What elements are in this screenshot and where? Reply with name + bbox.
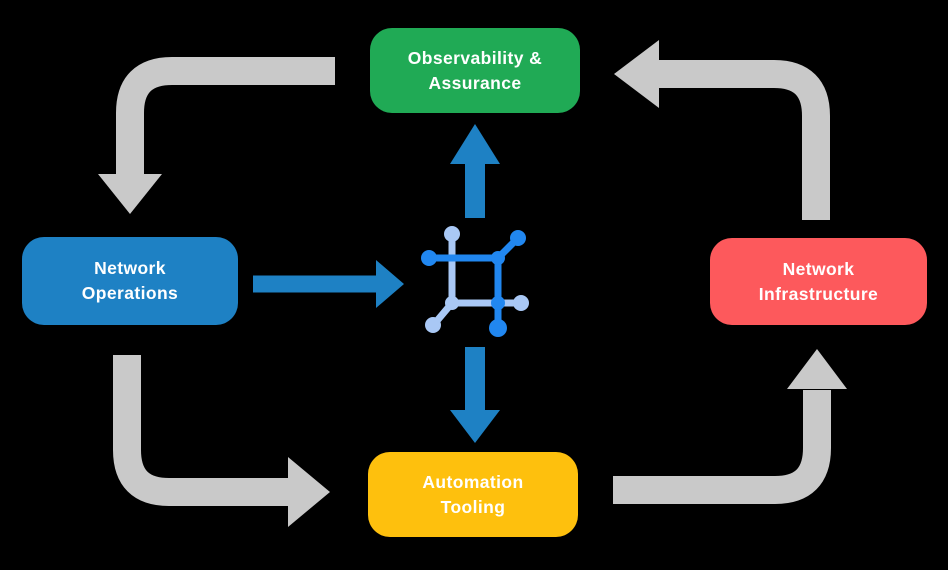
node-automation-label: Automation Tooling	[422, 471, 524, 517]
arrow-hub-to-automation	[450, 347, 500, 443]
arrow-infrastructure-to-observability	[614, 40, 830, 220]
node-operations-label: Network Operations	[81, 258, 179, 303]
hub-arrows	[253, 124, 500, 443]
node-observability-assurance: Observability & Assurance	[370, 28, 580, 113]
arrow-operations-to-automation	[113, 355, 330, 527]
node-network-operations: Network Operations	[22, 237, 238, 325]
arrow-hub-to-observability	[450, 124, 500, 218]
cycle-arrows	[98, 40, 847, 527]
node-network-infrastructure: Network Infrastructure	[710, 238, 927, 325]
node-observability-label: Observability & Assurance	[407, 47, 543, 93]
node-infrastructure-label: Network Infrastructure	[758, 258, 879, 304]
arrow-operations-to-hub	[253, 260, 404, 308]
arrow-automation-to-infrastructure	[613, 349, 847, 504]
node-automation-tooling: Automation Tooling	[368, 452, 578, 537]
network-fabric-icon	[421, 226, 529, 337]
arrow-observability-to-operations	[98, 57, 335, 214]
